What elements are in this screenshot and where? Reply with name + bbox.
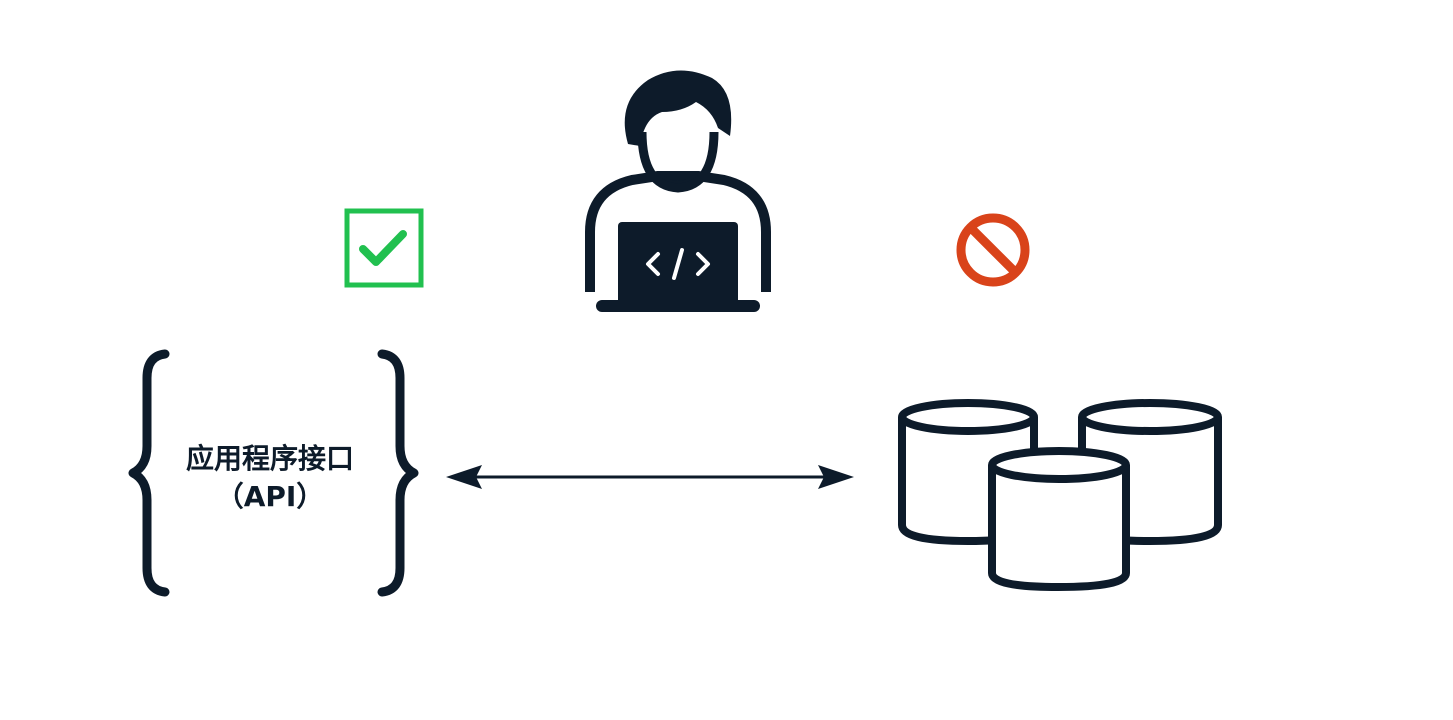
no-entry-icon: [956, 213, 1030, 287]
check-square-icon: [344, 208, 424, 288]
left-curly-brace: [128, 349, 170, 597]
api-label-line2: （API）: [215, 480, 325, 513]
developer-with-laptop-icon: [585, 70, 771, 312]
right-curly-brace: [377, 349, 419, 597]
database-cluster-icon: [898, 399, 1222, 592]
database-cylinder: [988, 447, 1130, 592]
double-arrow-icon: [446, 465, 854, 489]
api-label-line1: 应用程序接口: [185, 442, 354, 475]
api-label: 应用程序接口 （API）: [150, 440, 390, 516]
